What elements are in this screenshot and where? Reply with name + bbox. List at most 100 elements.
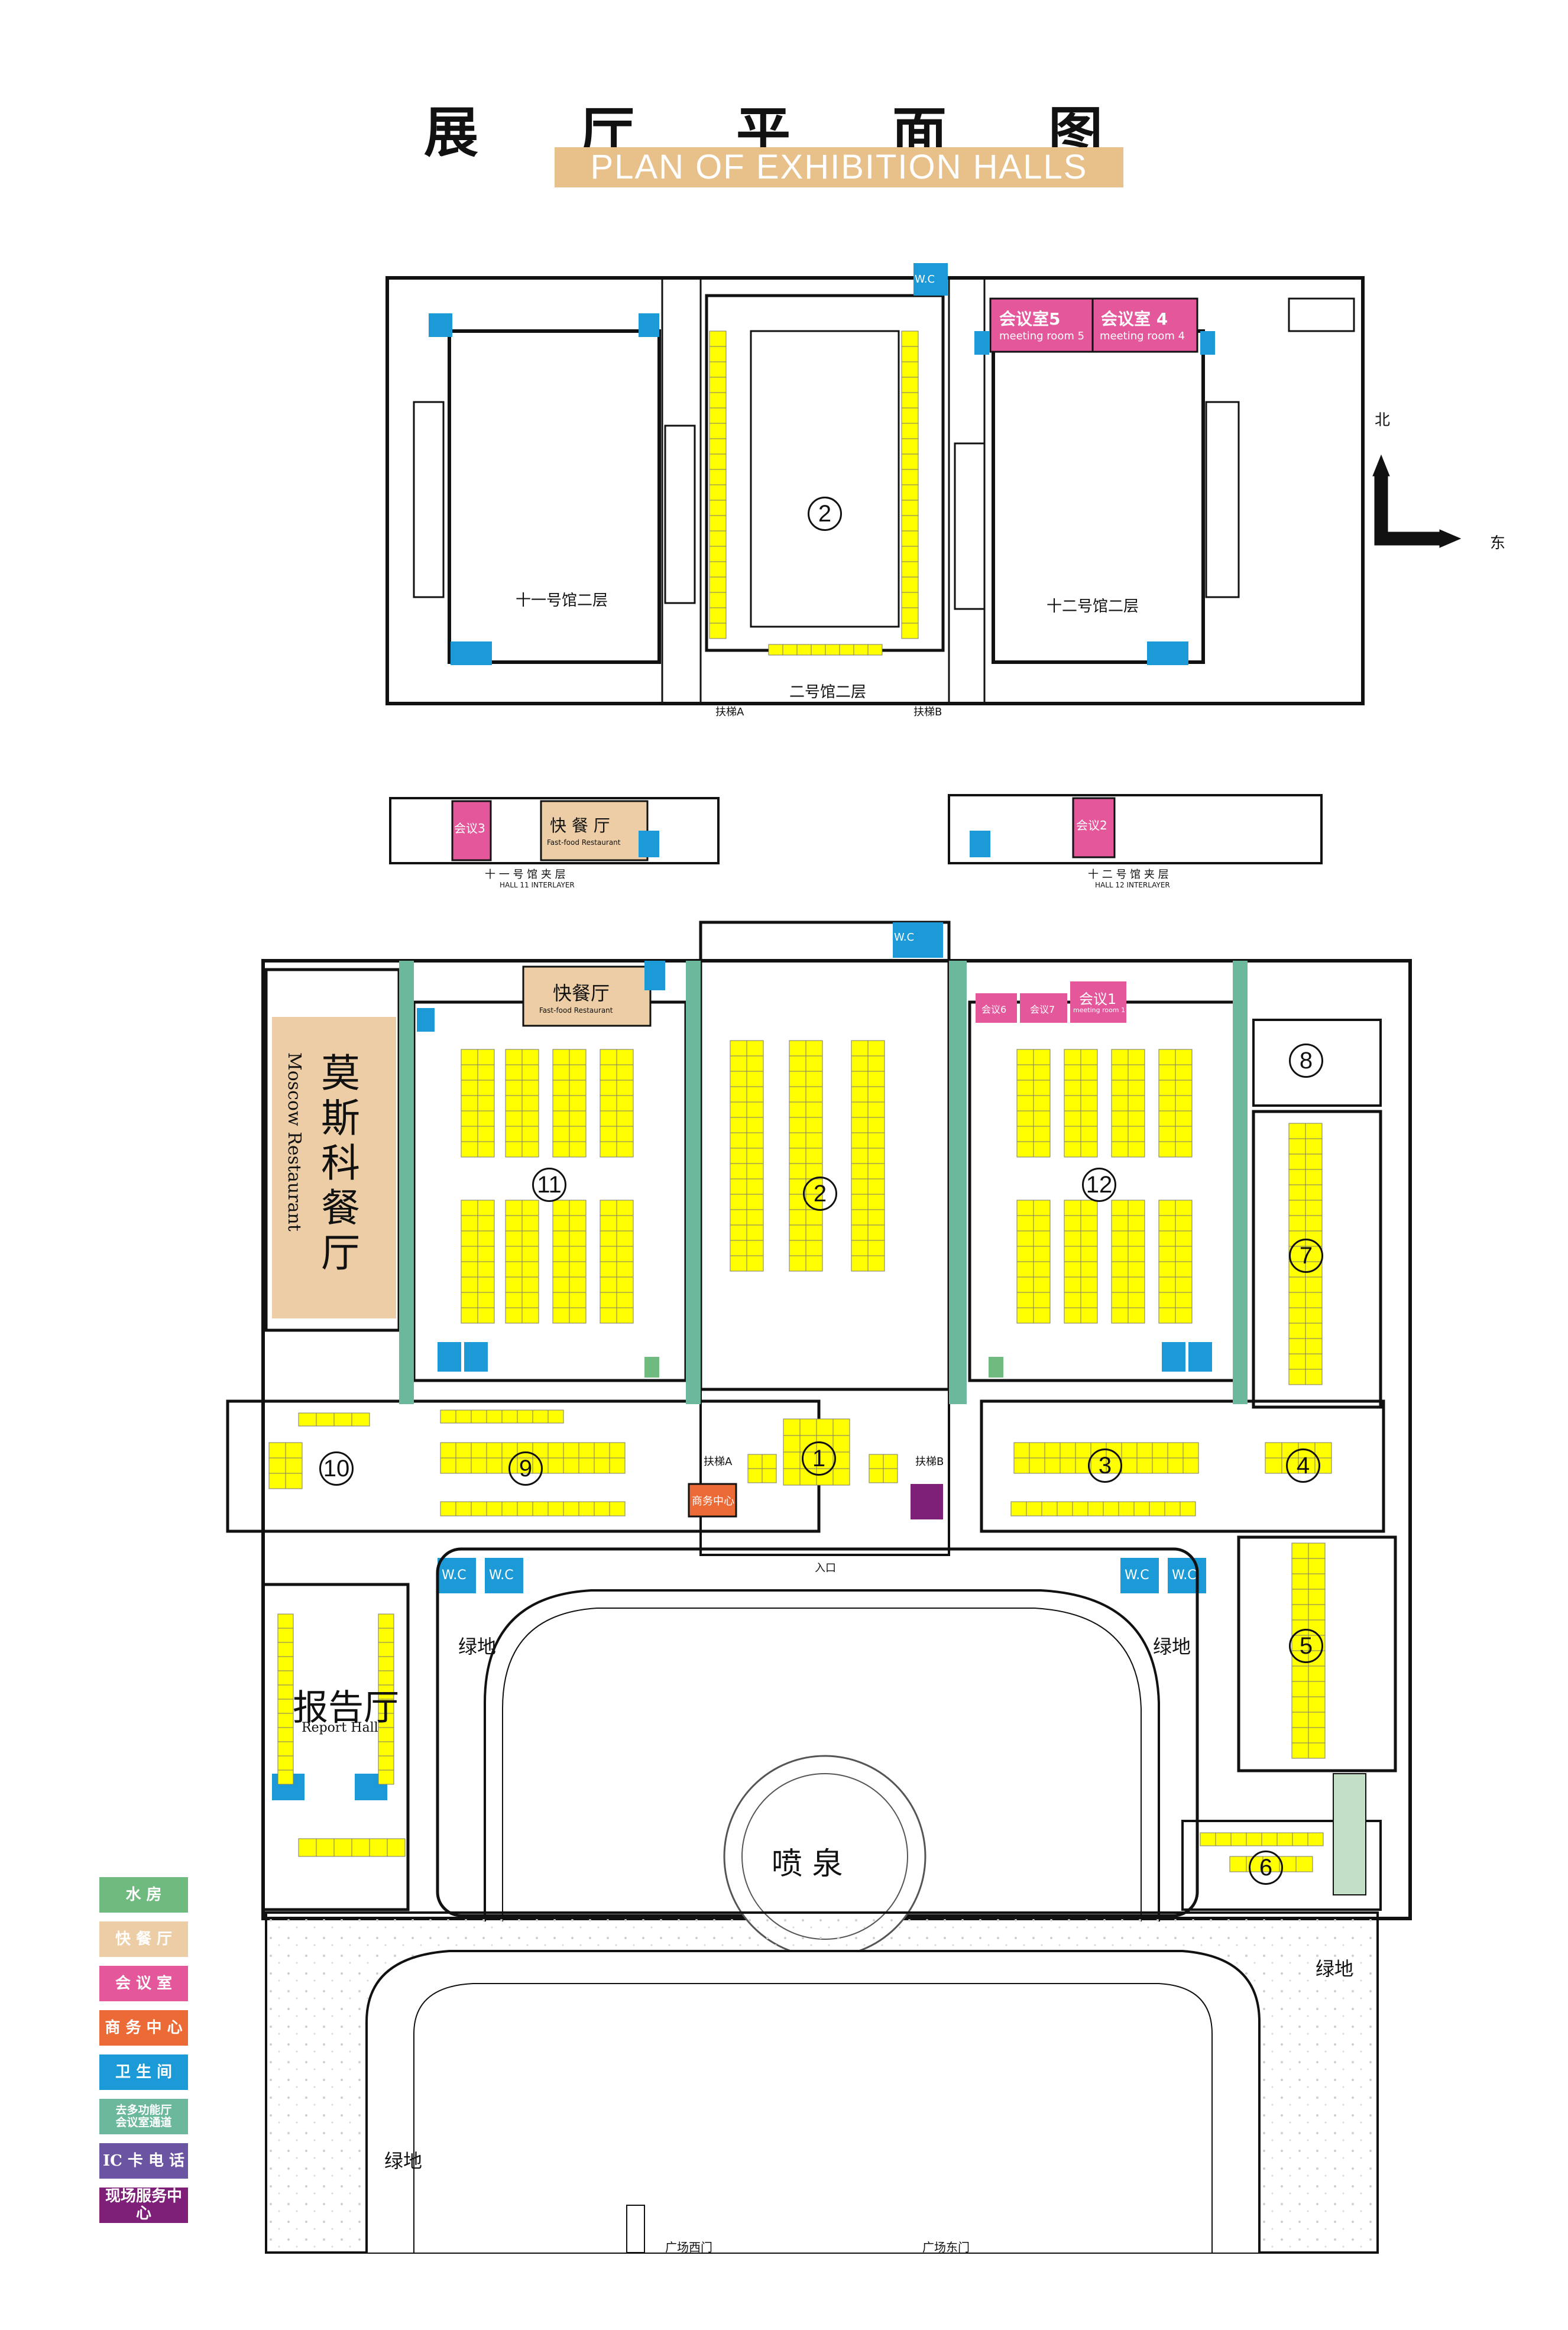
booth	[1314, 1442, 1332, 1459]
booth	[1080, 1230, 1098, 1247]
booth	[783, 1435, 801, 1453]
booth	[1111, 1141, 1129, 1158]
booth	[730, 1132, 747, 1149]
booth	[1064, 1110, 1081, 1127]
booth	[811, 644, 826, 656]
booth	[851, 1224, 869, 1241]
booth	[594, 1442, 610, 1459]
ground-escalator-a: 扶梯A	[704, 1456, 733, 1468]
booth	[851, 1117, 869, 1133]
booth	[839, 644, 854, 656]
booth	[505, 1200, 523, 1216]
booth	[486, 1457, 503, 1474]
booth	[1013, 1442, 1030, 1459]
ground-fastfood-en: Fast-food Restaurant	[539, 1006, 613, 1015]
booth	[563, 1442, 579, 1459]
booth	[440, 1501, 456, 1516]
booth	[1305, 1138, 1323, 1155]
booth	[594, 1457, 610, 1474]
booth	[517, 1409, 533, 1424]
booth	[1044, 1442, 1061, 1459]
booth	[851, 1148, 869, 1164]
west-gate-label: 广场西门	[665, 2240, 712, 2254]
booth	[1033, 1110, 1051, 1127]
booth	[1291, 1681, 1309, 1697]
booth	[853, 644, 869, 656]
booth	[901, 546, 919, 562]
booth	[569, 1292, 587, 1308]
booth	[1291, 1604, 1309, 1621]
booth	[505, 1126, 523, 1142]
booth	[569, 1215, 587, 1232]
booth	[709, 500, 727, 516]
booth	[1033, 1246, 1051, 1262]
booth	[1128, 1064, 1145, 1081]
booth	[901, 407, 919, 424]
booth	[1308, 1742, 1326, 1759]
booth	[1288, 1169, 1306, 1185]
ground-escalator-b: 扶梯B	[915, 1456, 944, 1468]
booth	[600, 1126, 617, 1142]
booth	[1305, 1123, 1323, 1139]
booth	[1016, 1200, 1034, 1216]
booth	[805, 1209, 823, 1226]
ground-meeting6: 会议6	[981, 1004, 1007, 1015]
booth	[1291, 1573, 1309, 1590]
booth	[477, 1095, 495, 1111]
booth	[867, 1209, 885, 1226]
booth	[1246, 1832, 1262, 1846]
booth	[1044, 1457, 1061, 1474]
booth	[805, 1040, 823, 1057]
booth	[1305, 1215, 1323, 1232]
booth	[1128, 1215, 1145, 1232]
wc-label: W.C	[894, 931, 915, 944]
booth	[461, 1126, 478, 1142]
booth	[1121, 1442, 1138, 1459]
booth	[1175, 1141, 1193, 1158]
booth	[505, 1141, 523, 1158]
booth	[1175, 1095, 1193, 1111]
booth	[1136, 1457, 1153, 1474]
booth	[883, 1454, 898, 1469]
booth	[600, 1276, 617, 1293]
booth	[1080, 1110, 1098, 1127]
booth	[1026, 1501, 1042, 1516]
hall-marker-6: 6	[1249, 1851, 1283, 1885]
booth	[609, 1501, 626, 1516]
booth	[730, 1086, 747, 1103]
hall-marker-5: 5	[1289, 1629, 1323, 1663]
booth	[501, 1409, 518, 1424]
booth	[746, 1055, 764, 1072]
booth	[789, 1055, 806, 1072]
upper-escalator-b: 扶梯B	[913, 706, 942, 718]
hall-marker-8: 8	[1289, 1044, 1323, 1078]
booth	[869, 1454, 884, 1469]
booth	[1064, 1200, 1081, 1216]
booth	[1064, 1215, 1081, 1232]
booth	[455, 1501, 472, 1516]
booth	[616, 1126, 634, 1142]
booth	[1080, 1276, 1098, 1293]
wc-label: W.C	[442, 1568, 466, 1583]
booth	[552, 1200, 570, 1216]
booth	[783, 1418, 801, 1436]
booth	[521, 1276, 539, 1293]
wc-label: W.C	[915, 273, 935, 286]
booth	[569, 1110, 587, 1127]
booth	[867, 644, 883, 656]
booth	[378, 1642, 394, 1657]
booth	[277, 1755, 294, 1771]
booth	[709, 469, 727, 485]
booth	[1175, 1246, 1193, 1262]
booth	[1288, 1138, 1306, 1155]
interlayer11-en: HALL 11 INTERLAYER	[500, 881, 575, 889]
booth	[1305, 1169, 1323, 1185]
booth	[709, 576, 727, 593]
booth	[1158, 1230, 1176, 1247]
booth	[789, 1224, 806, 1241]
booth	[1133, 1501, 1150, 1516]
booth	[547, 1457, 564, 1474]
booth	[569, 1307, 587, 1324]
booth	[709, 392, 727, 409]
booth	[285, 1473, 303, 1489]
